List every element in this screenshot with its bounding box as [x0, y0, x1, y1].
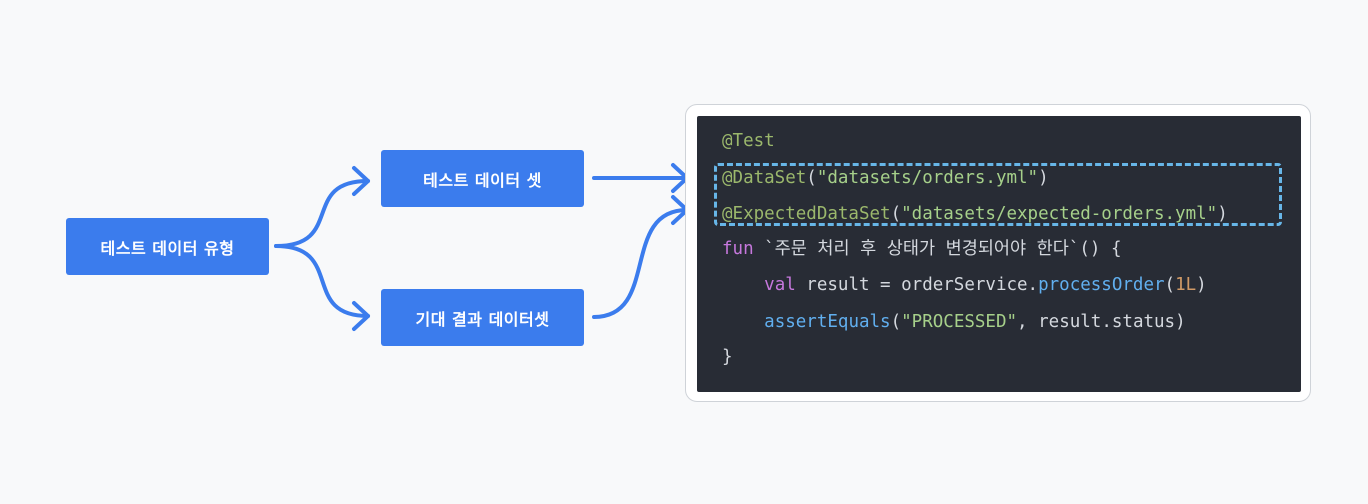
order-id-literal: 1L: [1175, 275, 1197, 295]
arrow-root-to-expected: [274, 244, 370, 318]
function-name: `주문 처리 후 상태가 변경되어야 한다`() {: [753, 239, 1122, 259]
arrowhead-dataset: [352, 166, 370, 196]
assert-equals-call: assertEquals: [764, 312, 891, 332]
indent: [722, 312, 764, 332]
closing-brace: }: [722, 347, 733, 367]
test-dataset-node: 테스트 데이터 셋: [381, 150, 584, 207]
test-data-type-node: 테스트 데이터 유형: [66, 218, 269, 275]
paren-open: (: [890, 204, 902, 224]
code-line-function-signature: fun `주문 처리 후 상태가 변경되어야 한다`() {: [722, 237, 1122, 261]
dataset-path-string: "datasets/orders.yml": [816, 168, 1039, 188]
paren-open: (: [1164, 275, 1176, 295]
test-data-type-label: 테스트 데이터 유형: [100, 238, 235, 258]
process-order-call: processOrder: [1038, 275, 1165, 295]
arrow-expected-to-code: [592, 208, 689, 319]
test-dataset-label: 테스트 데이터 셋: [423, 170, 542, 190]
code-line-dataset-annotation: @DataSet("datasets/orders.yml"): [722, 166, 1049, 190]
expected-path-string: "datasets/expected-orders.yml": [901, 204, 1218, 224]
indent: [722, 275, 764, 295]
dataset-annotation: @DataSet: [722, 168, 807, 188]
assert-args-rest: , result.status): [1017, 312, 1186, 332]
fun-keyword: fun: [722, 239, 754, 259]
paren-close: ): [1217, 204, 1228, 224]
paren-close: ): [1038, 168, 1049, 188]
arrowhead-expected: [352, 301, 370, 331]
val-keyword: val: [764, 275, 796, 295]
arrow-root-to-dataset: [274, 179, 370, 248]
result-assignment: result = orderService.: [795, 275, 1039, 295]
code-line-assert: assertEquals("PROCESSED", result.status): [722, 310, 1186, 334]
paren-open: (: [806, 168, 817, 188]
expected-dataset-node: 기대 결과 데이터셋: [381, 289, 584, 346]
code-line-expected-annotation: @ExpectedDataSet("datasets/expected-orde…: [722, 202, 1228, 226]
paren-open: (: [890, 312, 902, 332]
expected-dataset-label: 기대 결과 데이터셋: [415, 309, 550, 329]
code-editor-panel: [697, 116, 1301, 392]
paren-close: ): [1196, 275, 1207, 295]
expected-dataset-annotation: @ExpectedDataSet: [722, 204, 891, 224]
annotations-highlight-box: [714, 163, 1282, 226]
processed-string: "PROCESSED": [901, 312, 1018, 332]
code-line-test-annotation: @Test: [722, 129, 775, 153]
code-line-closing-brace: }: [722, 345, 733, 369]
code-line-val-result: val result = orderService.processOrder(1…: [722, 273, 1207, 297]
test-annotation: @Test: [722, 131, 775, 151]
